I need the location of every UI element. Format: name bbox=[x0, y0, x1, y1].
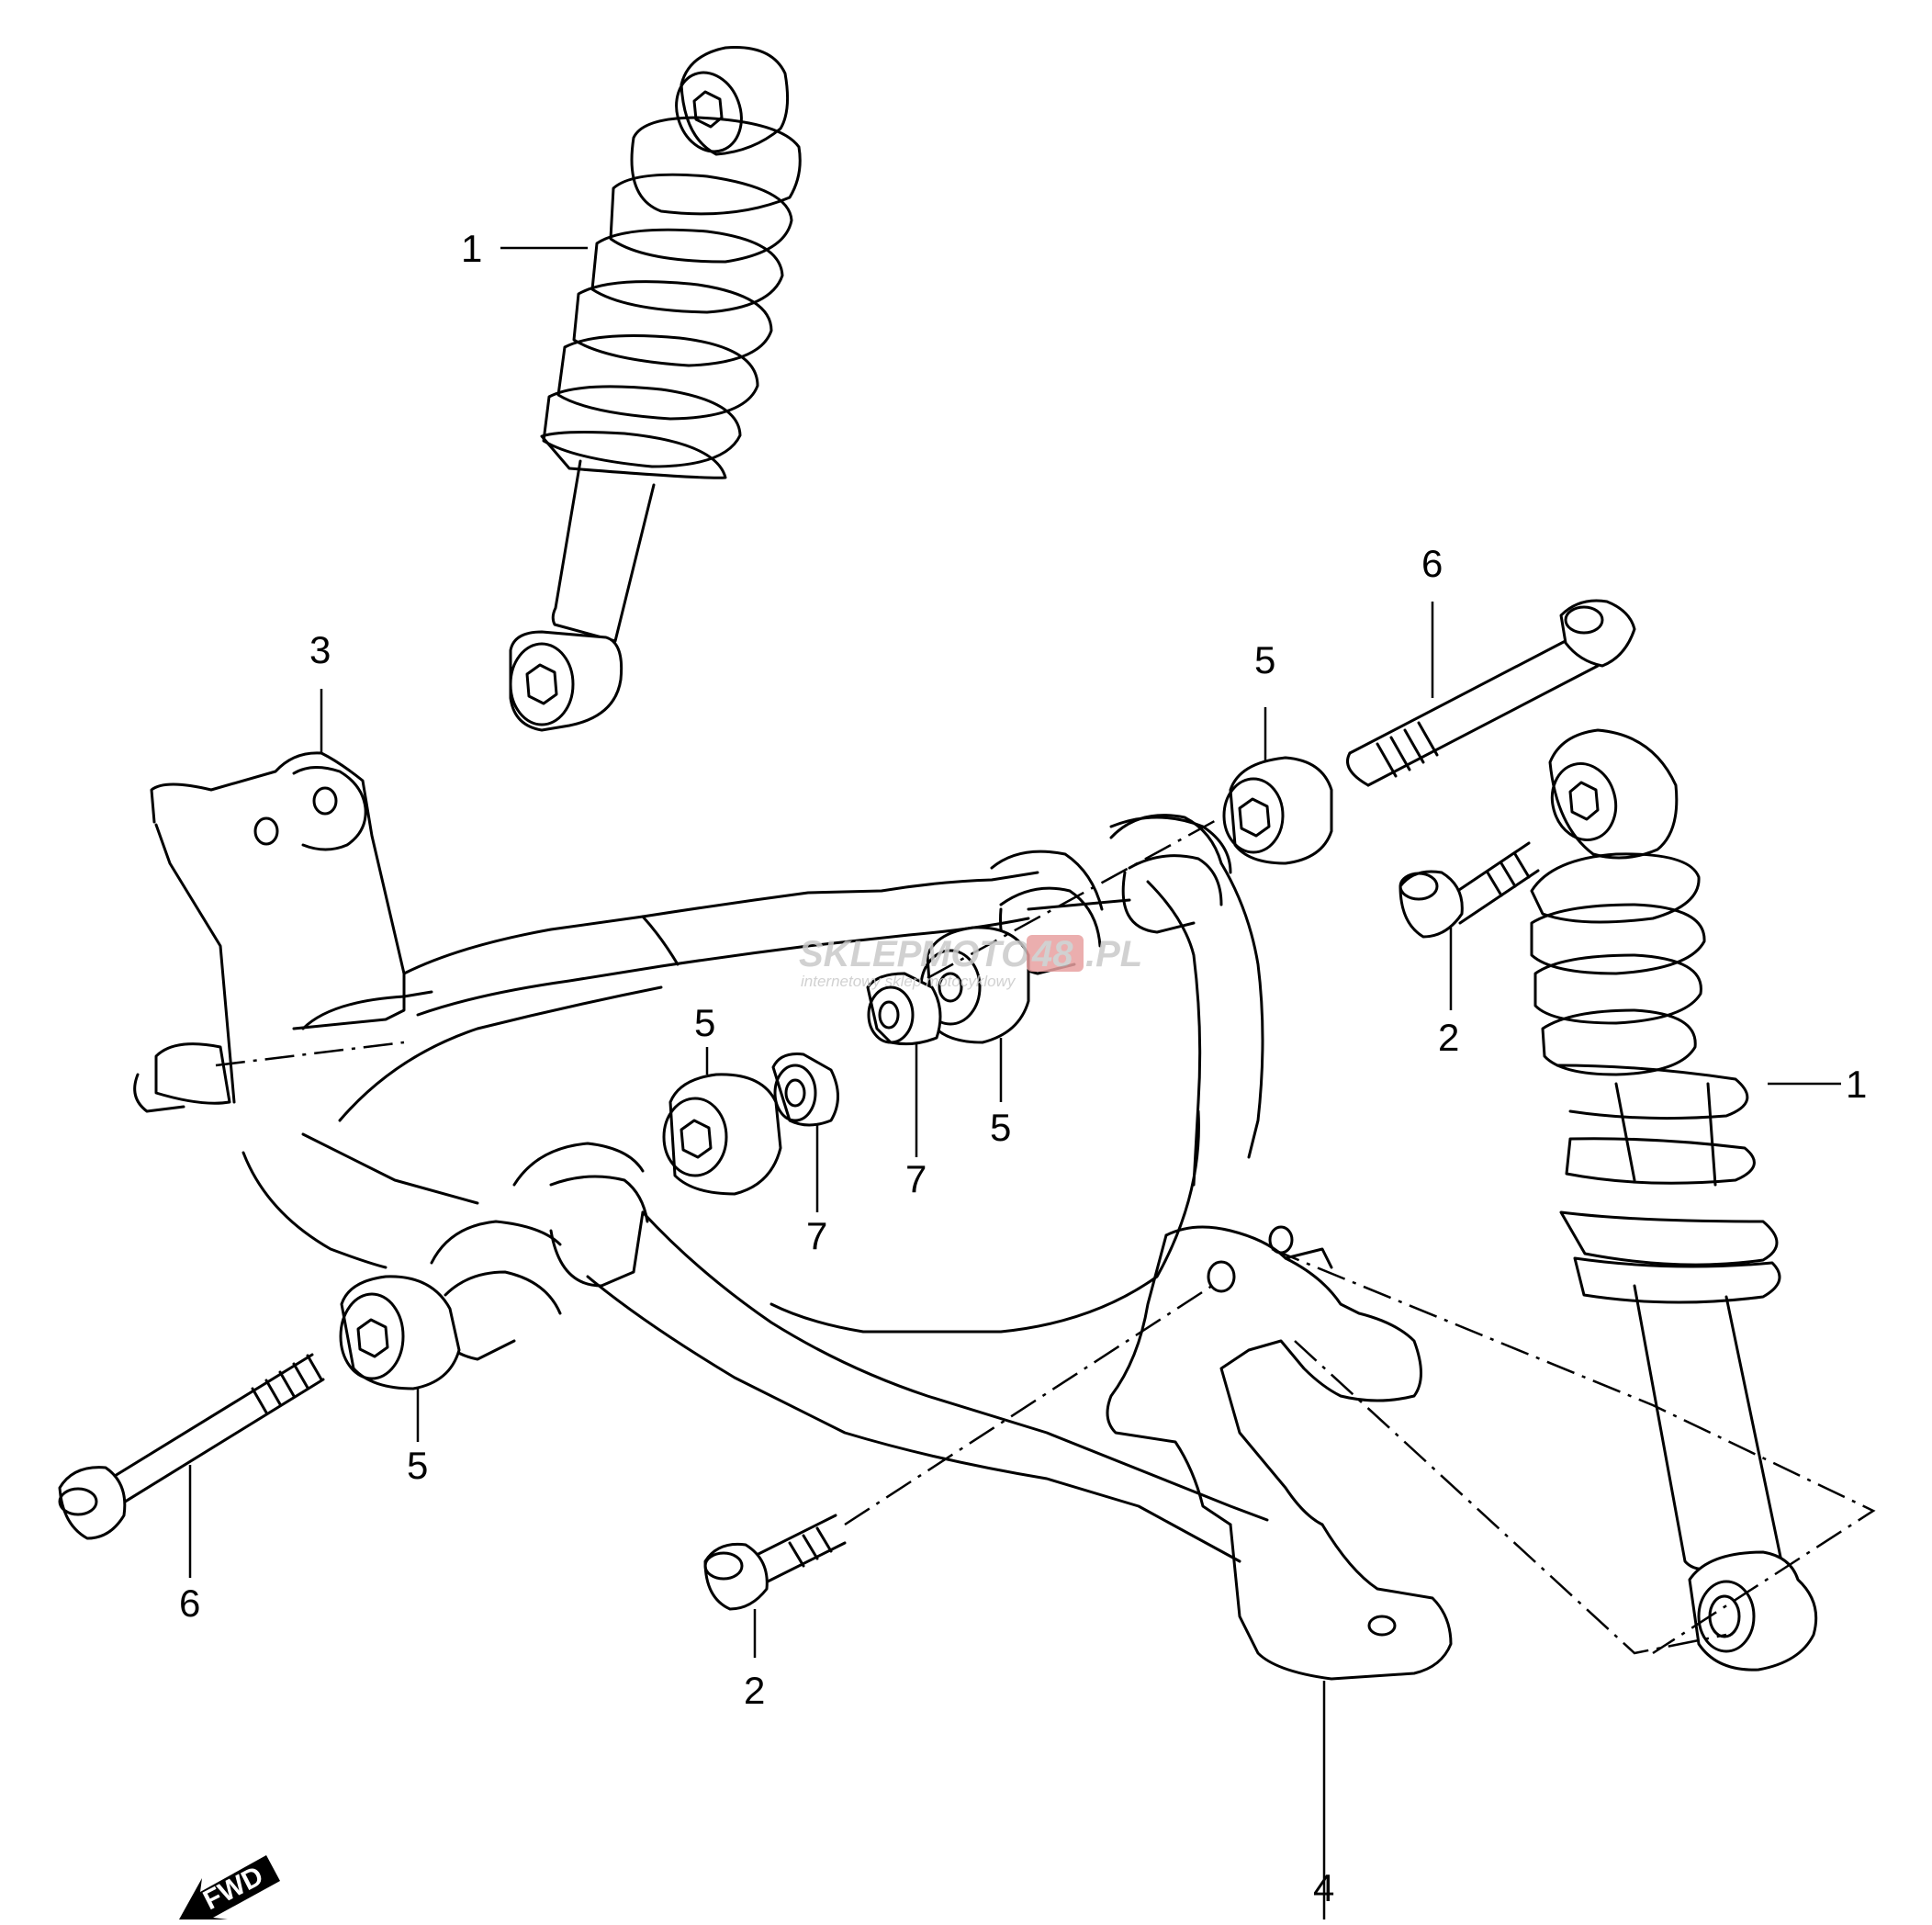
leader-lines bbox=[188, 246, 1841, 1919]
bushing-lower-left bbox=[339, 1275, 461, 1390]
shock-absorber-right bbox=[1530, 728, 1818, 1672]
callout-bushing-center: 5 bbox=[694, 1001, 715, 1044]
centerline-pivot-upper bbox=[927, 816, 1222, 980]
washer-center-right bbox=[866, 972, 942, 1046]
bushing-top-right bbox=[1222, 756, 1333, 865]
bolt-short-bottom bbox=[703, 1514, 847, 1611]
swing-arm-frame bbox=[133, 751, 1453, 1681]
callout-bolt-long-right: 6 bbox=[1421, 542, 1443, 585]
callout-bracket-left: 3 bbox=[309, 628, 331, 671]
bushing-center-right bbox=[919, 926, 1030, 1044]
bolt-long-left bbox=[58, 1353, 325, 1540]
bolt-long-right bbox=[1346, 599, 1636, 787]
centerline-left-pivot bbox=[215, 1041, 405, 1067]
centerline-bolt-bottom bbox=[844, 1284, 1213, 1526]
callout-washer-center-right: 7 bbox=[905, 1157, 927, 1200]
callout-shock-right: 1 bbox=[1846, 1063, 1867, 1106]
watermark-brand-a: SKLEP bbox=[799, 934, 922, 974]
callout-bolt-long-left: 6 bbox=[179, 1582, 200, 1625]
watermark-brand-c: 48 bbox=[1031, 934, 1073, 974]
callout-washer-center: 7 bbox=[806, 1214, 827, 1257]
shock-absorber-upper bbox=[509, 46, 802, 732]
callout-bushing-top-right: 5 bbox=[1254, 638, 1275, 681]
bushing-center bbox=[662, 1073, 782, 1196]
watermark-brand-d: .PL bbox=[1085, 934, 1142, 974]
watermark-tagline: internetowy sklep motocyklowy bbox=[801, 973, 1017, 990]
watermark-brand-b: MOTO bbox=[920, 934, 1029, 974]
callout-shock-upper: 1 bbox=[461, 227, 482, 270]
centerline-bracket-lower bbox=[1294, 1340, 1727, 1655]
callout-bolt-right-top: 2 bbox=[1438, 1016, 1459, 1059]
callout-bushing-lower-left: 5 bbox=[407, 1444, 428, 1487]
fwd-badge: FWD bbox=[179, 1855, 280, 1919]
washer-center bbox=[771, 1053, 839, 1127]
fwd-label: FWD bbox=[198, 1861, 268, 1916]
arrow-left-down-icon bbox=[179, 1855, 280, 1919]
centerline-bracket-right bbox=[1271, 1247, 1876, 1655]
watermark: SKLEP MOTO 48 .PL internetowy sklep moto… bbox=[799, 934, 1142, 990]
callout-bracket-lower: 4 bbox=[1313, 1866, 1334, 1909]
callout-bolt-bottom: 2 bbox=[744, 1669, 765, 1712]
callout-bushing-center-right: 5 bbox=[990, 1106, 1011, 1149]
bolt-short-right bbox=[1398, 841, 1540, 939]
